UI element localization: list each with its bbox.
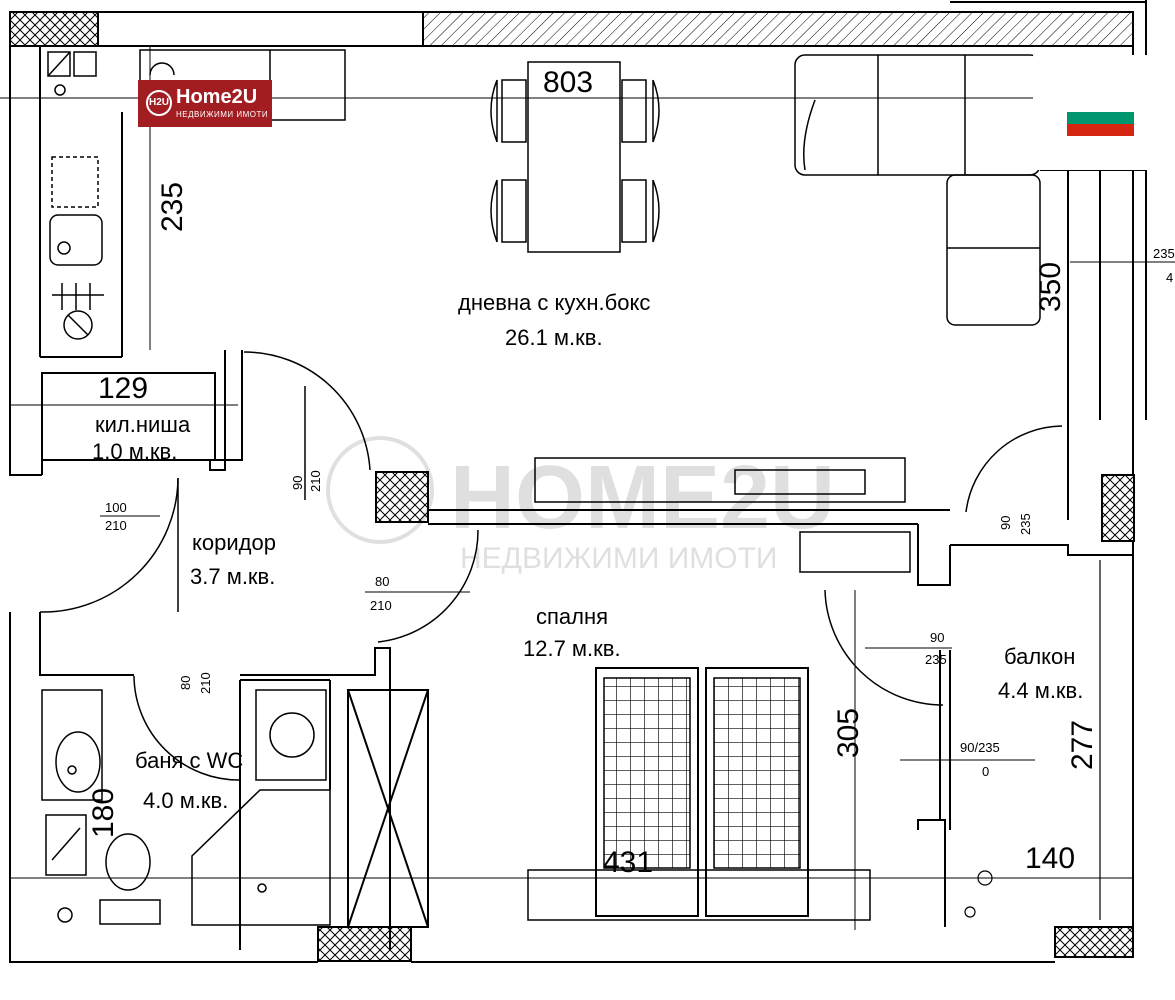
dim-129: 129 — [98, 372, 148, 405]
dim-305: 305 — [832, 708, 865, 758]
structural-walls — [9, 11, 1135, 962]
living-room-area: 26.1 м.кв. — [505, 325, 603, 350]
door-living-height: 210 — [308, 470, 323, 492]
door-bath-height: 210 — [198, 672, 213, 694]
logo-subtitle: НЕДВИЖИМИ ИМОТИ — [176, 110, 269, 119]
balcony-name: балкон — [1004, 644, 1075, 669]
bathroom-area: 4.0 м.кв. — [143, 788, 228, 813]
balcony-window-sill: 0 — [982, 764, 989, 779]
door-labels: 100 210 90 210 80 210 80 210 90 235 90 2… — [100, 470, 1035, 779]
door-living-balcony-height: 235 — [1018, 513, 1033, 535]
dim-140: 140 — [1025, 842, 1075, 875]
dim-350: 350 — [1034, 262, 1067, 312]
balcony-window-size: 90/235 — [960, 740, 1000, 755]
bedroom-area: 12.7 м.кв. — [523, 636, 621, 661]
door-entry-height: 210 — [105, 518, 127, 533]
door-living-width: 90 — [290, 476, 305, 490]
watermark: HOME2U НЕДВИЖИМИ ИМОТИ — [326, 436, 835, 575]
door-bedroom-height: 210 — [370, 598, 392, 613]
dim-235: 235 — [156, 182, 189, 232]
corridor-name: коридор — [192, 530, 276, 555]
door-bedroom-width: 80 — [375, 574, 389, 589]
door-bedroom-balcony-width: 90 — [930, 630, 944, 645]
closet-area: 1.0 м.кв. — [92, 439, 177, 464]
home2u-logo: H2U Home2U НЕДВИЖИМИ ИМОТИ — [138, 80, 272, 127]
logo-mark: H2U — [146, 90, 172, 116]
flag-stripe-green — [1067, 112, 1134, 124]
dim-277: 277 — [1066, 720, 1099, 770]
bathroom-fixtures — [41, 689, 331, 926]
balcony-area: 4.4 м.кв. — [998, 678, 1083, 703]
dim-431: 431 — [603, 846, 653, 879]
dim-edge-bottom: 4 — [1166, 270, 1173, 285]
watermark-subtitle: НЕДВИЖИМИ ИМОТИ — [460, 542, 778, 575]
bulgaria-flag-icon[interactable] — [1067, 100, 1134, 136]
room-labels: дневна с кухн.бокс 26.1 м.кв. кил.ниша 1… — [92, 290, 1083, 813]
door-entry-width: 100 — [105, 500, 127, 515]
flag-stripe-white — [1067, 100, 1134, 112]
dining-table — [490, 61, 660, 253]
bedroom-name: спалня — [536, 604, 608, 629]
watermark-brand: HOME2U — [450, 448, 835, 548]
dim-803: 803 — [543, 66, 593, 99]
logo-brand: Home2U — [176, 86, 258, 108]
door-bath-width: 80 — [178, 676, 193, 690]
walls — [9, 0, 1147, 963]
door-bedroom-balcony-height: 235 — [925, 652, 947, 667]
dimension-labels: 803 235 350 129 180 305 277 431 140 235 … — [87, 66, 1175, 879]
sofa — [794, 54, 1041, 326]
bedroom-furniture — [527, 457, 911, 921]
bathroom-name: баня с WC — [135, 748, 243, 773]
living-room-name: дневна с кухн.бокс — [458, 290, 650, 315]
closet-name: кил.ниша — [95, 412, 191, 437]
door-swings — [39, 351, 1063, 781]
dim-180: 180 — [87, 788, 120, 838]
corridor-area: 3.7 м.кв. — [190, 564, 275, 589]
door-living-balcony-width: 90 — [998, 516, 1013, 530]
dim-edge-top: 235 — [1153, 246, 1175, 261]
language-flag-panel — [1033, 55, 1175, 170]
flag-stripe-red — [1067, 124, 1134, 136]
